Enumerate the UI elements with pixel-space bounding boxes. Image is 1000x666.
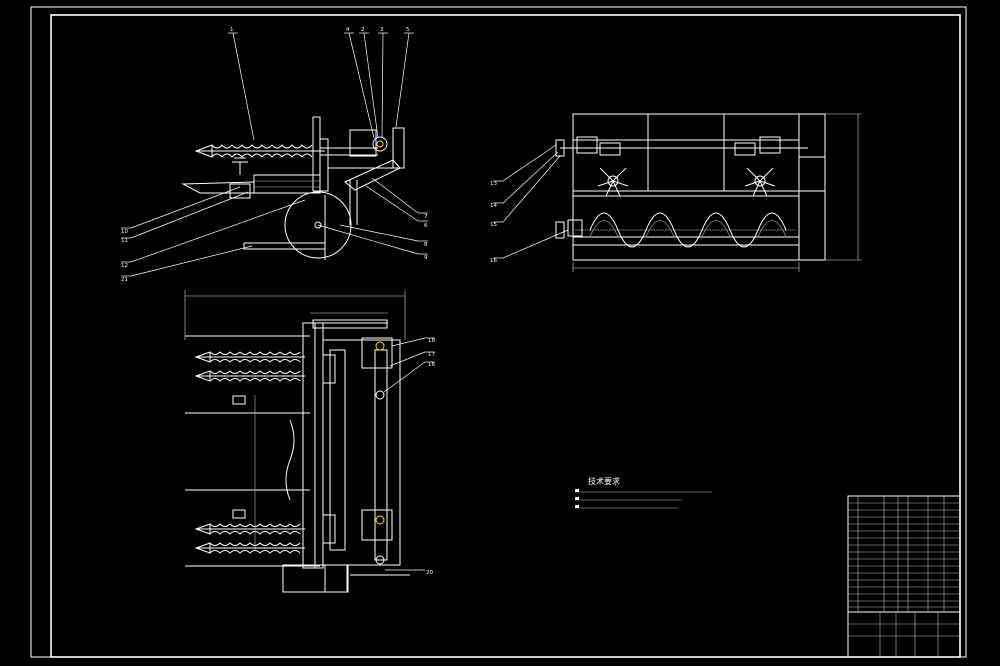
balloon-3: 3 [380, 27, 384, 33]
balloon-1: 1 [230, 27, 234, 33]
balloon-18: 18 [428, 338, 435, 344]
balloon-12: 12 [121, 263, 128, 269]
balloon-16: 16 [490, 258, 497, 264]
top-auger-2 [194, 370, 305, 382]
balloon-4: 4 [346, 27, 350, 33]
balloon-13: 13 [490, 181, 497, 187]
balloon-21: 21 [121, 277, 128, 283]
side-view [181, 116, 405, 260]
balloon-10: 10 [121, 229, 128, 235]
balloon-20: 20 [426, 570, 433, 576]
balloon-8: 8 [424, 242, 428, 248]
technical-requirements: 技术要求 [575, 476, 712, 509]
front-view-callouts: 13 14 15 16 [490, 144, 569, 264]
balloon-16b: 16 [428, 362, 435, 368]
parts-list [847, 495, 961, 658]
top-auger-4 [194, 542, 305, 554]
balloon-7: 7 [424, 214, 428, 220]
balloon-6: 6 [424, 223, 428, 229]
notes-title: 技术要求 [588, 476, 620, 486]
balloon-5: 5 [406, 27, 410, 33]
front-view [555, 113, 862, 272]
star-wheel-right [744, 167, 776, 197]
balloon-14: 14 [490, 203, 497, 209]
sheet-frame [30, 6, 967, 658]
balloon-15: 15 [490, 222, 497, 228]
top-auger-1 [194, 351, 305, 363]
balloon-11: 11 [121, 238, 128, 244]
balloon-17: 17 [428, 352, 435, 358]
side-auger [194, 144, 325, 158]
top-auger-3 [194, 523, 305, 535]
balloon-2: 2 [361, 27, 365, 33]
balloon-9: 9 [424, 255, 428, 261]
star-wheel-left [597, 167, 629, 197]
side-view-callouts: 1 4 2 3 5 7 6 8 9 10 11 12 [121, 27, 428, 283]
top-view-callouts: 18 17 16 20 [383, 337, 435, 576]
top-view [184, 290, 410, 593]
